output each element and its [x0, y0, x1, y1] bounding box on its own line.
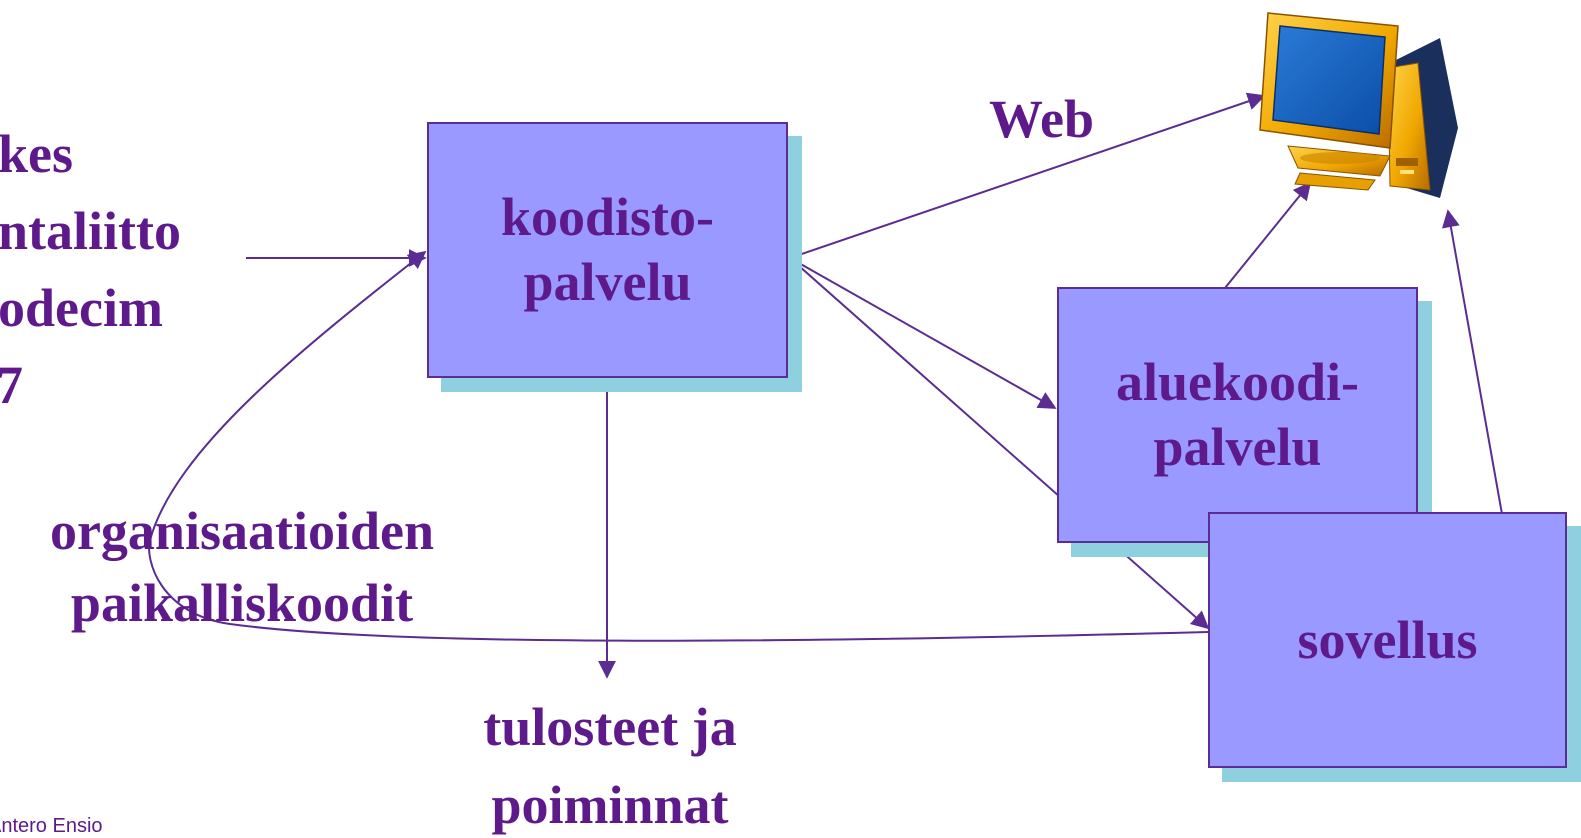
box-label-line: palvelu	[1153, 417, 1322, 477]
box-label-line: aluekoodi-	[1115, 352, 1360, 413]
web-label: Web	[989, 89, 1095, 149]
box-label-line: koodisto-	[500, 187, 715, 248]
arrow-sovellus-to-koodisto-curve	[148, 250, 1209, 642]
arrow-koodisto-to-sovellus	[789, 257, 1210, 630]
local-codes-label-line: paikalliskoodit	[70, 573, 414, 633]
box-label-line: sovellus	[1297, 609, 1478, 670]
box-label-line: palvelu	[523, 252, 692, 312]
arrow-aluekoodi-to-monitor	[1224, 181, 1312, 289]
sovellus-box: sovellus	[1208, 512, 1567, 768]
outputs-label-line: poiminnat	[491, 775, 729, 835]
source-item: 7	[0, 355, 23, 415]
arrow-sovellus-to-monitor	[1441, 209, 1503, 515]
source-item: kes	[0, 124, 74, 184]
local-codes-label-line: organisaatioiden	[49, 501, 435, 561]
arrow-koodisto-to-web	[789, 92, 1266, 259]
computer-monitor-icon	[1259, 12, 1458, 198]
source-item: odecim	[0, 278, 163, 338]
koodistopalvelu-box: koodisto- palvelu	[427, 122, 788, 378]
footer-author: Antero Ensio	[0, 815, 103, 837]
source-item: ntaliitto	[0, 201, 181, 261]
arrow-koodisto-to-aluekoodi	[789, 257, 1057, 409]
aluekoodipalvelu-box: aluekoodi- palvelu	[1057, 287, 1418, 543]
outputs-label-line: tulosteet ja	[483, 697, 737, 757]
